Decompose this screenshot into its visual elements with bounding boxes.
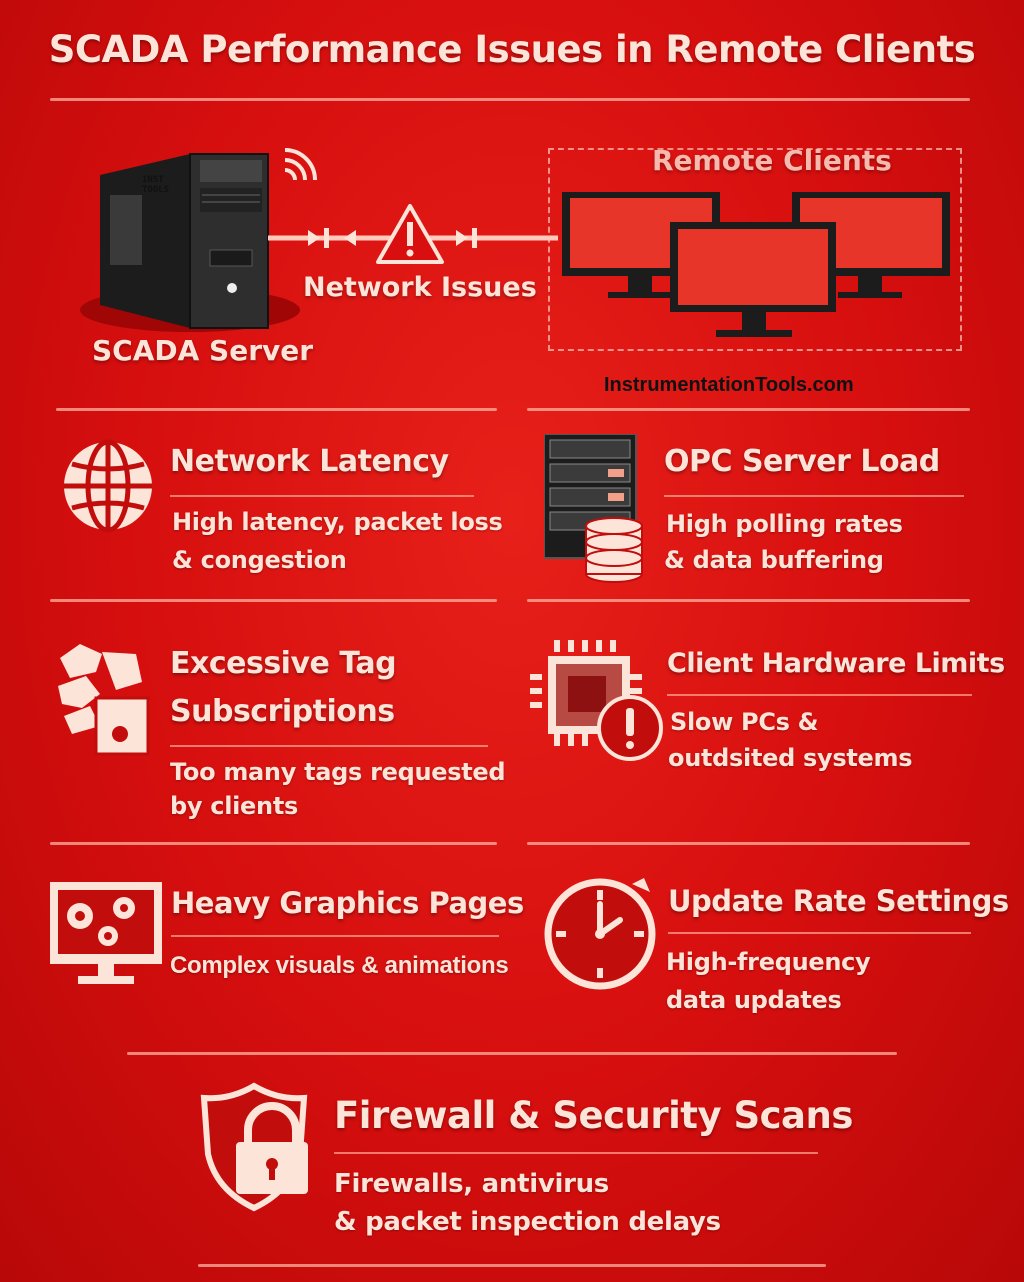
underline [170, 745, 488, 747]
server-icon: INST TOOLS [80, 148, 317, 332]
issue-desc: High latency, packet loss [172, 508, 503, 536]
underline [171, 935, 499, 937]
divider [198, 1264, 826, 1267]
divider [127, 1052, 897, 1055]
globe-icon [64, 439, 152, 533]
clock-icon [544, 878, 656, 990]
issue-title: Heavy Graphics Pages [171, 886, 524, 920]
underline [170, 495, 474, 497]
underline [668, 932, 971, 934]
server-badge: INST [142, 175, 164, 185]
divider [50, 599, 497, 602]
issue-title: Subscriptions [170, 694, 395, 729]
issue-desc: Slow PCs & [670, 708, 819, 736]
divider [56, 408, 497, 411]
tags-icon [58, 644, 150, 756]
underline [334, 1152, 818, 1154]
divider [527, 599, 970, 602]
page-title: SCADA Performance Issues in Remote Clien… [48, 28, 976, 71]
issue-desc: Complex visuals & animations [170, 952, 509, 979]
monitor-gears-icon [50, 882, 162, 984]
network-label: Network Issues [303, 272, 537, 303]
divider [527, 408, 970, 411]
issue-desc: & packet inspection delays [334, 1207, 721, 1237]
divider [50, 98, 970, 101]
client-monitors-icon [562, 192, 950, 337]
server-label: SCADA Server [92, 334, 314, 367]
remote-clients-box [548, 148, 962, 351]
server-database-icon [544, 434, 643, 583]
watermark: InstrumentationTools.com [604, 374, 854, 396]
issue-desc: & congestion [172, 546, 347, 574]
issue-desc: High polling rates [666, 510, 903, 538]
issue-desc: Too many tags requested [170, 758, 506, 786]
divider [527, 842, 970, 845]
underline [664, 495, 964, 497]
issue-desc: High-frequency [666, 948, 871, 976]
issue-title: Update Rate Settings [668, 884, 1009, 918]
cpu-warning-icon [530, 640, 663, 761]
svg-text:TOOLS: TOOLS [142, 185, 169, 195]
issue-title: OPC Server Load [664, 444, 940, 479]
issue-title: Network Latency [170, 444, 449, 479]
issue-title: Firewall & Security Scans [334, 1094, 853, 1137]
issue-desc: Firewalls, antivirus [334, 1169, 609, 1199]
issue-desc: outdsited systems [668, 744, 913, 772]
issue-desc: by clients [170, 792, 298, 820]
issue-desc: & data buffering [664, 546, 884, 574]
issue-title: Client Hardware Limits [667, 648, 1005, 679]
divider [50, 842, 497, 845]
clients-label: Remote Clients [652, 144, 892, 177]
issue-title: Excessive Tag [170, 646, 397, 681]
shield-lock-icon [200, 1082, 308, 1212]
network-link [268, 204, 558, 264]
issue-desc: data updates [666, 986, 842, 1014]
underline [667, 694, 972, 696]
